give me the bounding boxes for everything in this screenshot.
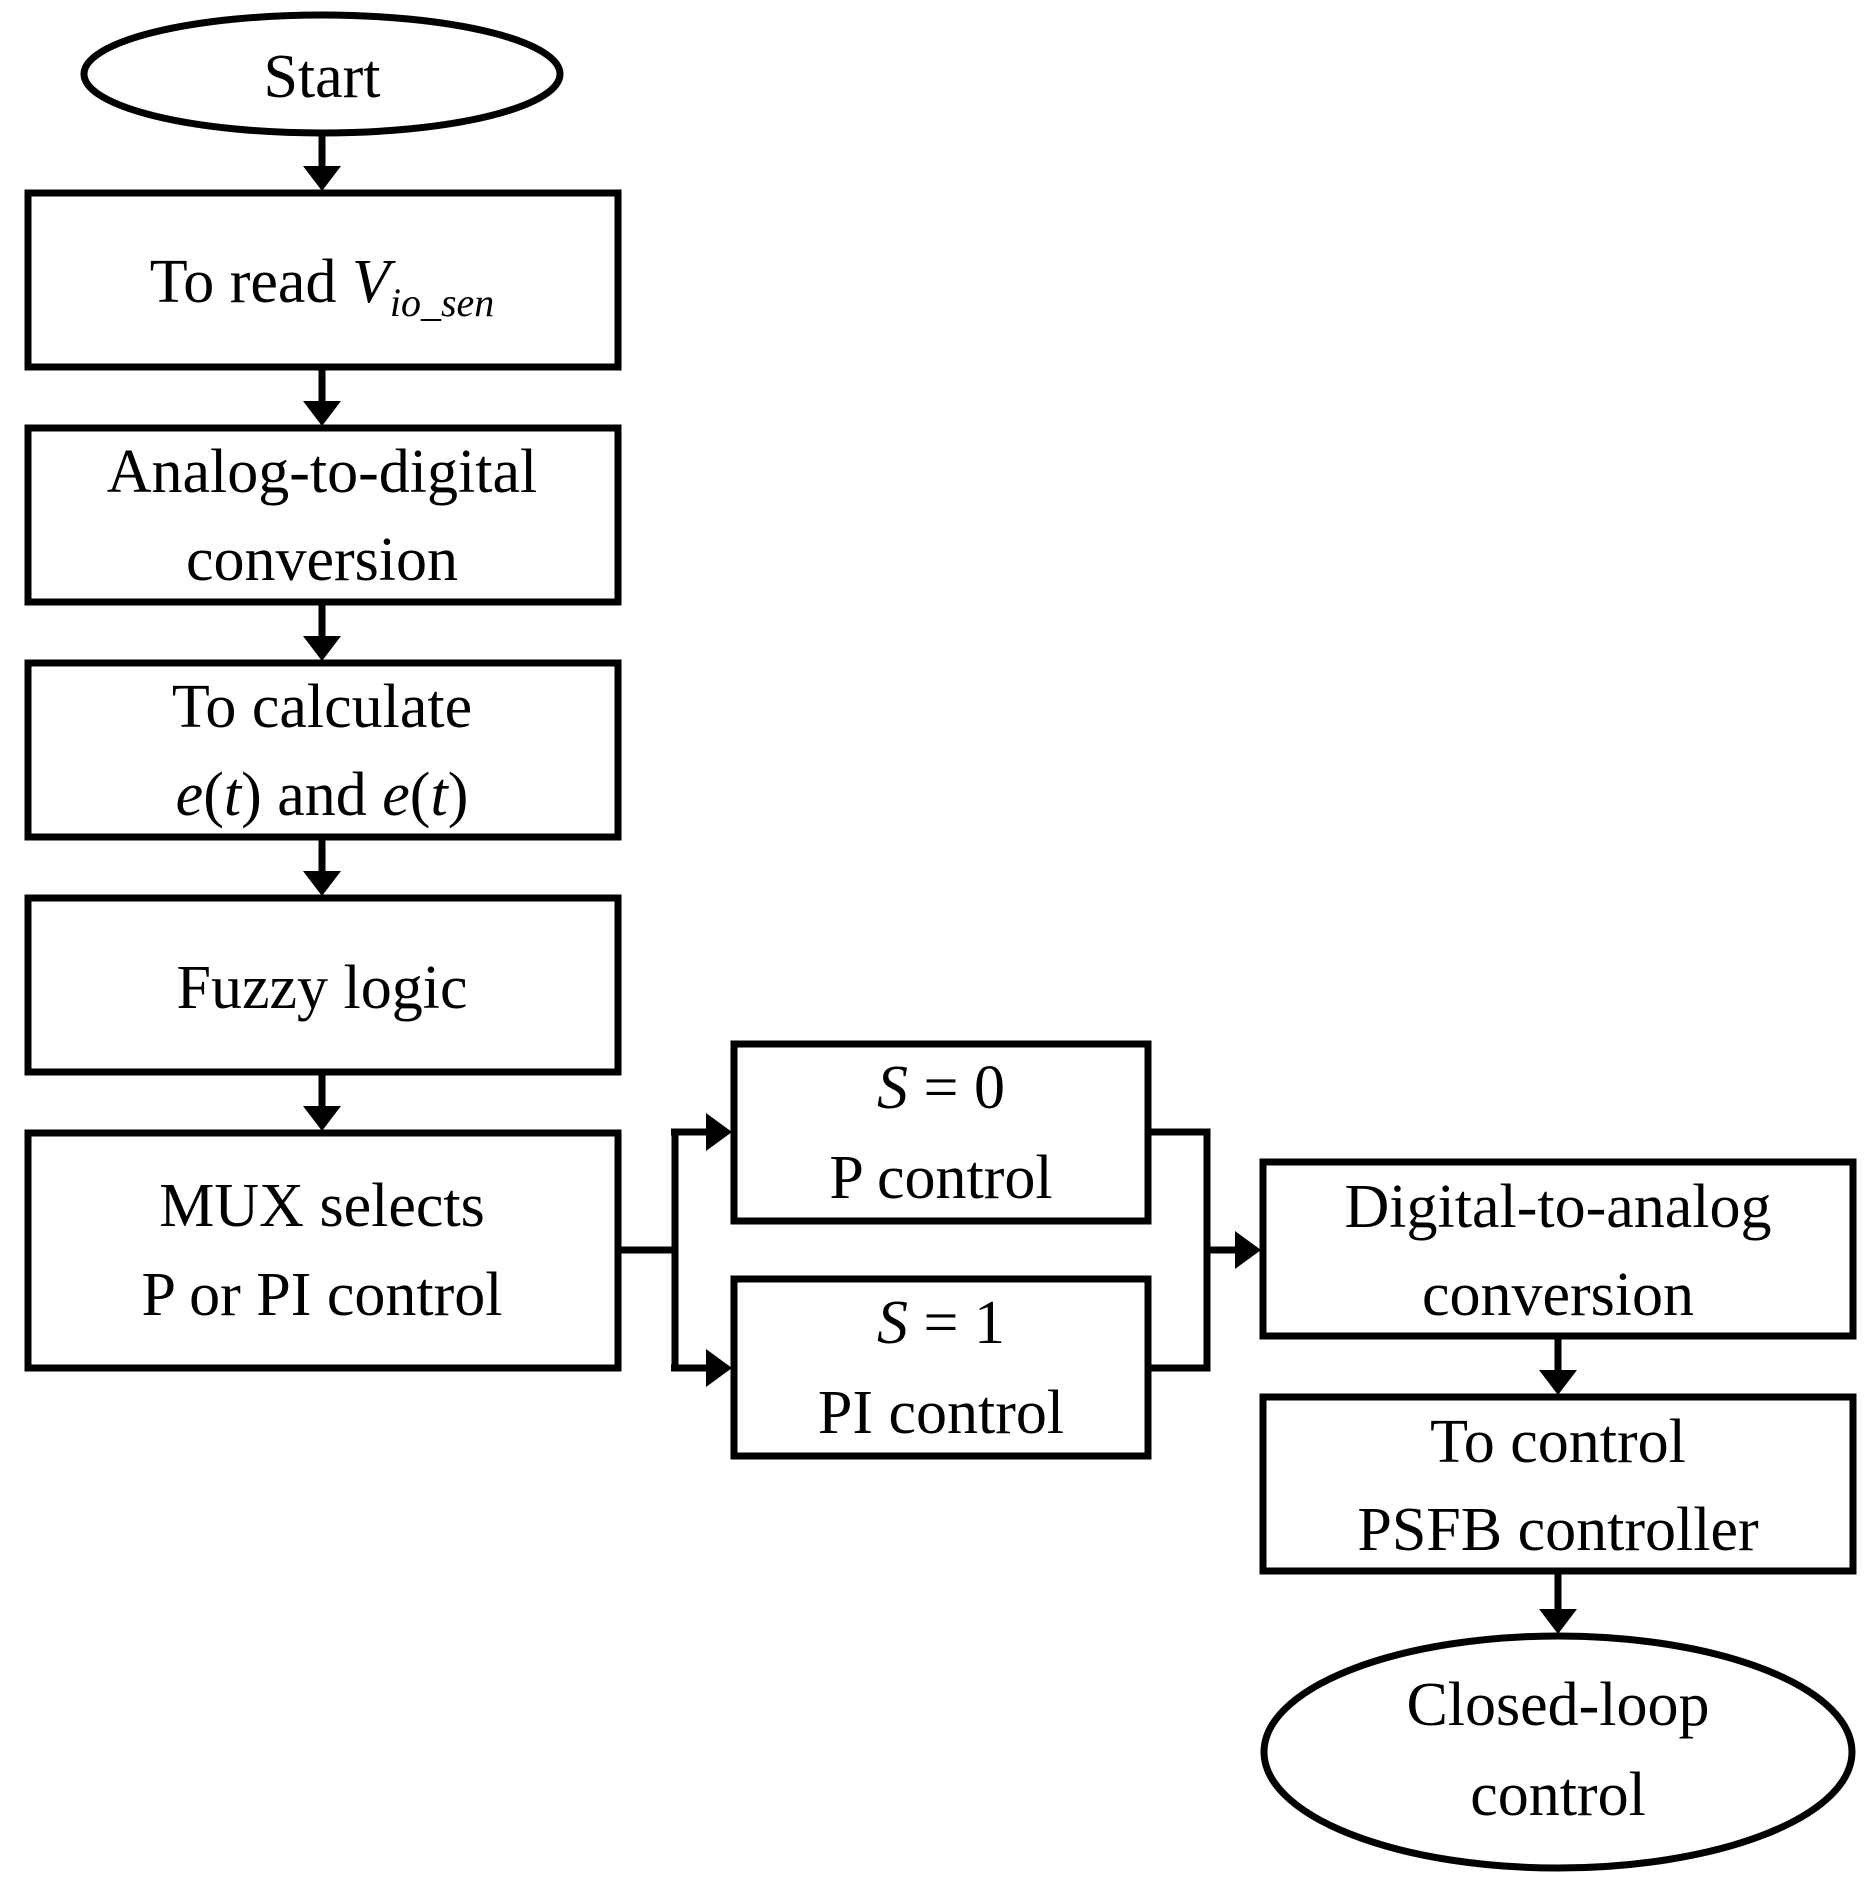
arrow-fuzzy-to-mux bbox=[303, 1072, 341, 1131]
mux-box: MUX selects P or PI control bbox=[24, 1129, 622, 1372]
dac-label-line1: Digital-to-analog bbox=[1345, 1173, 1772, 1241]
connector-merge-to-dac bbox=[1148, 1128, 1261, 1372]
psfb-control-box: To control PSFB controller bbox=[1259, 1393, 1857, 1575]
arrow-calc-to-fuzzy bbox=[303, 837, 341, 896]
start-terminator: Start bbox=[80, 11, 564, 137]
dac-box: Digital-to-analog conversion bbox=[1259, 1158, 1857, 1340]
start-label: Start bbox=[263, 43, 380, 111]
psfb-label-line2: PSFB controller bbox=[1357, 1496, 1759, 1564]
dac-label-line2: conversion bbox=[1422, 1261, 1694, 1329]
end-terminator: Closed-loop control bbox=[1260, 1632, 1856, 1872]
adc-box: Analog-to-digital conversion bbox=[24, 424, 622, 606]
arrow-adc-to-calc bbox=[303, 602, 341, 661]
end-label-line2: control bbox=[1470, 1761, 1646, 1829]
pi-control-label: PI control bbox=[818, 1379, 1064, 1447]
adc-label-line1: Analog-to-digital bbox=[107, 438, 537, 506]
fuzzy-logic-label: Fuzzy logic bbox=[177, 954, 468, 1022]
calculate-label-line2: e(t) and e(t) bbox=[176, 761, 469, 829]
arrow-read-to-adc bbox=[303, 367, 341, 426]
fuzzy-logic-box: Fuzzy logic bbox=[24, 894, 622, 1076]
arrow-start-to-read bbox=[303, 133, 341, 191]
end-label-line1: Closed-loop bbox=[1406, 1671, 1709, 1739]
pi-control-box: S = 1 PI control bbox=[730, 1275, 1152, 1460]
p-control-selector: S = 0 bbox=[877, 1054, 1005, 1122]
pi-control-selector: S = 1 bbox=[877, 1289, 1005, 1357]
connector-mux-branch bbox=[618, 1113, 732, 1387]
arrow-psfb-to-end bbox=[1539, 1571, 1577, 1634]
calculate-error-box: To calculate e(t) and e(t) bbox=[24, 659, 622, 841]
read-sensor-label: To read Vio_sen bbox=[150, 248, 495, 325]
psfb-label-line1: To control bbox=[1430, 1408, 1686, 1476]
read-sensor-box: To read Vio_sen bbox=[24, 189, 622, 371]
mux-label-line2: P or PI control bbox=[141, 1261, 502, 1329]
adc-label-line2: conversion bbox=[186, 526, 458, 594]
p-control-label: P control bbox=[829, 1144, 1052, 1212]
p-control-box: S = 0 P control bbox=[730, 1040, 1152, 1225]
mux-label-line1: MUX selects bbox=[159, 1172, 484, 1240]
calculate-label-line1: To calculate bbox=[172, 673, 472, 741]
arrow-dac-to-psfb bbox=[1539, 1336, 1577, 1395]
